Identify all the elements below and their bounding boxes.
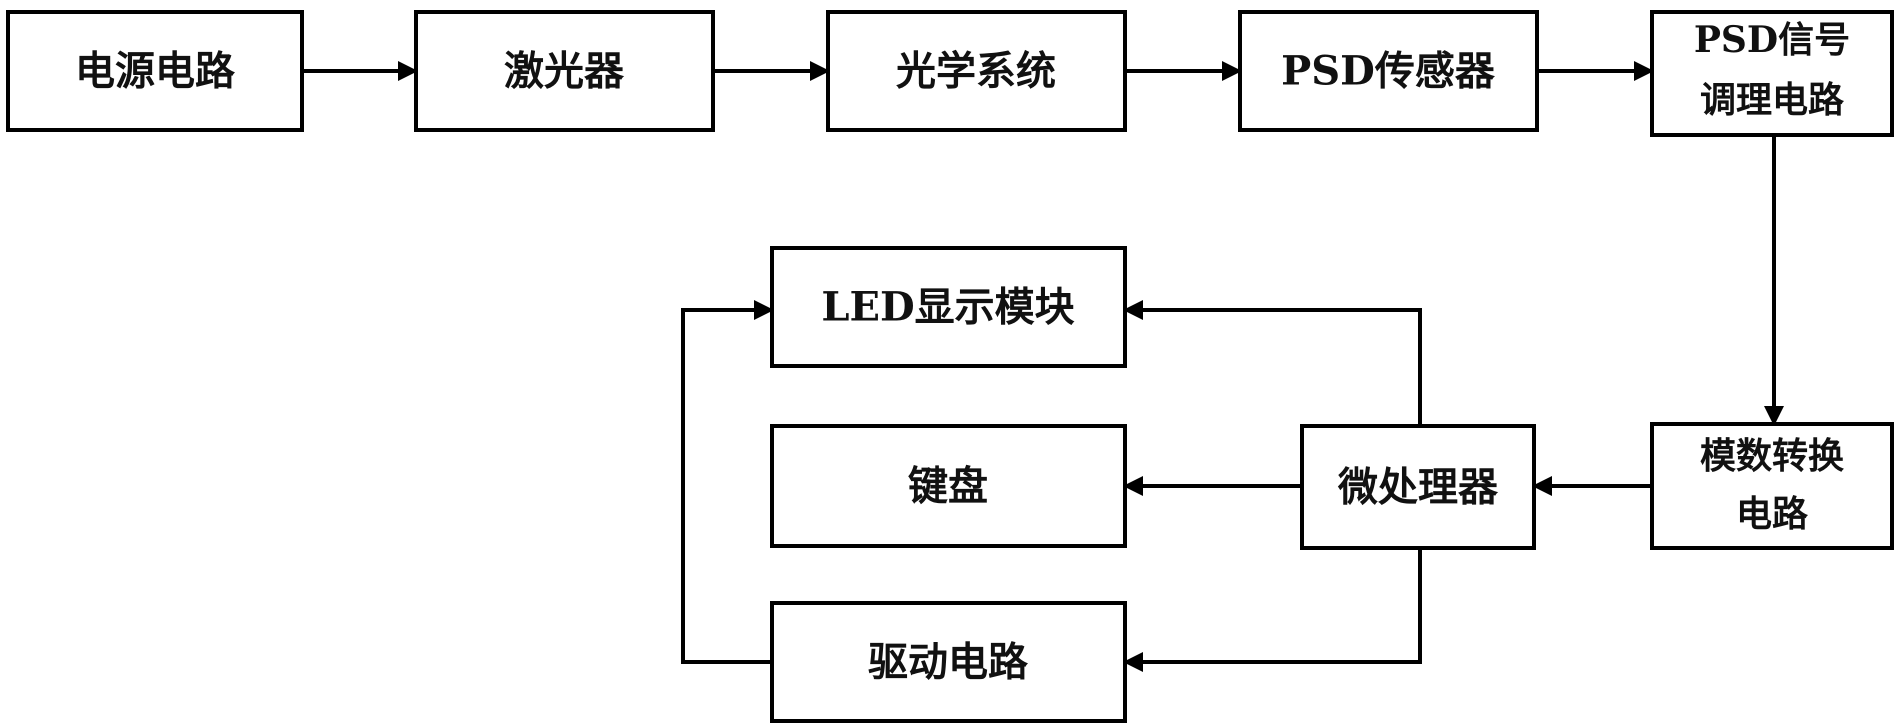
psd-conditioning-label-line1: PSD信号 — [1694, 19, 1850, 61]
driver-circuit-block: 驱动电路 — [770, 601, 1127, 723]
microprocessor-label: 微处理器 — [1337, 464, 1499, 511]
laser-label: 激光器 — [504, 48, 625, 95]
adc-block: 模数转换 电路 — [1650, 422, 1894, 550]
keyboard-block: 键盘 — [770, 424, 1127, 548]
arrow-driver-to-led — [681, 300, 774, 664]
laser-block: 激光器 — [414, 10, 715, 132]
adc-label-line1: 模数转换 — [1700, 435, 1844, 477]
led-display-block: LED显示模块 — [770, 246, 1127, 368]
optical-system-label: 光学系统 — [896, 48, 1056, 95]
psd-sensor-block: PSD传感器 — [1238, 10, 1539, 132]
arrow-mcu-to-led — [1123, 300, 1422, 426]
psd-sensor-label: PSD传感器 — [1281, 48, 1496, 95]
psd-conditioning-block: PSD信号 调理电路 — [1650, 10, 1894, 137]
psd-conditioning-label-line2: 调理电路 — [1700, 79, 1845, 121]
keyboard-label: 键盘 — [908, 463, 988, 510]
connectors — [302, 61, 1784, 672]
led-display-label: LED显示模块 — [821, 284, 1074, 331]
power-circuit-block: 电源电路 — [6, 10, 304, 132]
driver-circuit-label: 驱动电路 — [868, 639, 1029, 686]
arrow-mcu-to-driver — [1123, 548, 1422, 672]
adc-label-line2: 电路 — [1736, 493, 1809, 535]
optical-system-block: 光学系统 — [826, 10, 1127, 132]
power-circuit-label: 电源电路 — [75, 48, 236, 95]
microprocessor-block: 微处理器 — [1300, 424, 1536, 550]
